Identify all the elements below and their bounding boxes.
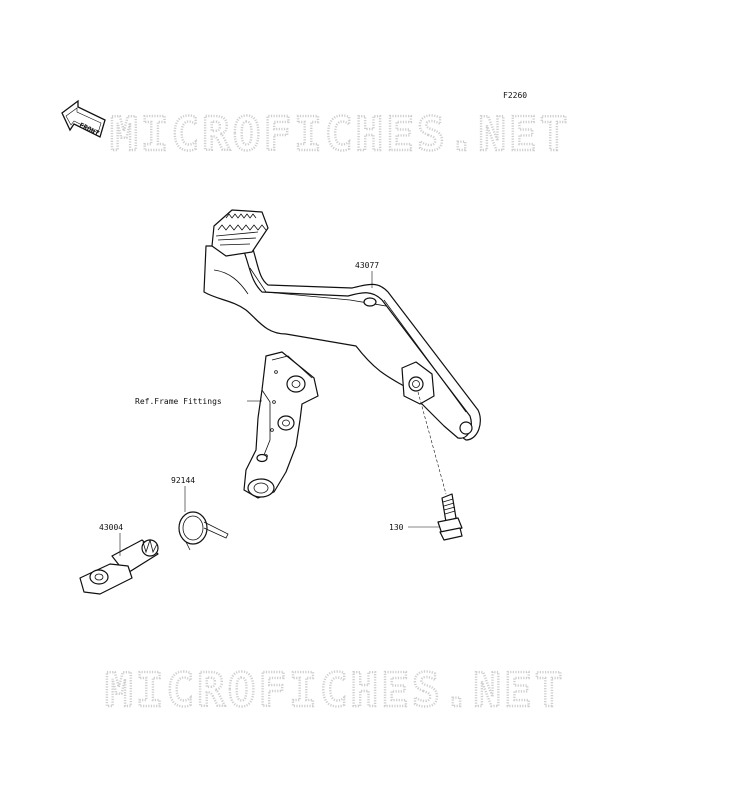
part-label-43004: 43004 [99,523,123,532]
pivot-shaft-43004 [79,538,159,595]
part-label-92144: 92144 [171,476,195,485]
brake-pedal-43077 [203,209,481,441]
watermark-bottom: MICROFICHES.NET [105,663,565,717]
bolt-130 [437,493,463,541]
figure-code: F2260 [503,91,527,100]
spring-92144 [178,511,229,551]
part-label-43077: 43077 [355,261,379,270]
watermark-top: MICROFICHES.NET [110,107,570,161]
front-arrow-icon: FRONT [61,99,106,138]
part-label-130: 130 [389,523,404,532]
frame-ref-label: Ref.Frame Fittings [135,397,222,406]
frame-bracket-ref [243,351,319,499]
